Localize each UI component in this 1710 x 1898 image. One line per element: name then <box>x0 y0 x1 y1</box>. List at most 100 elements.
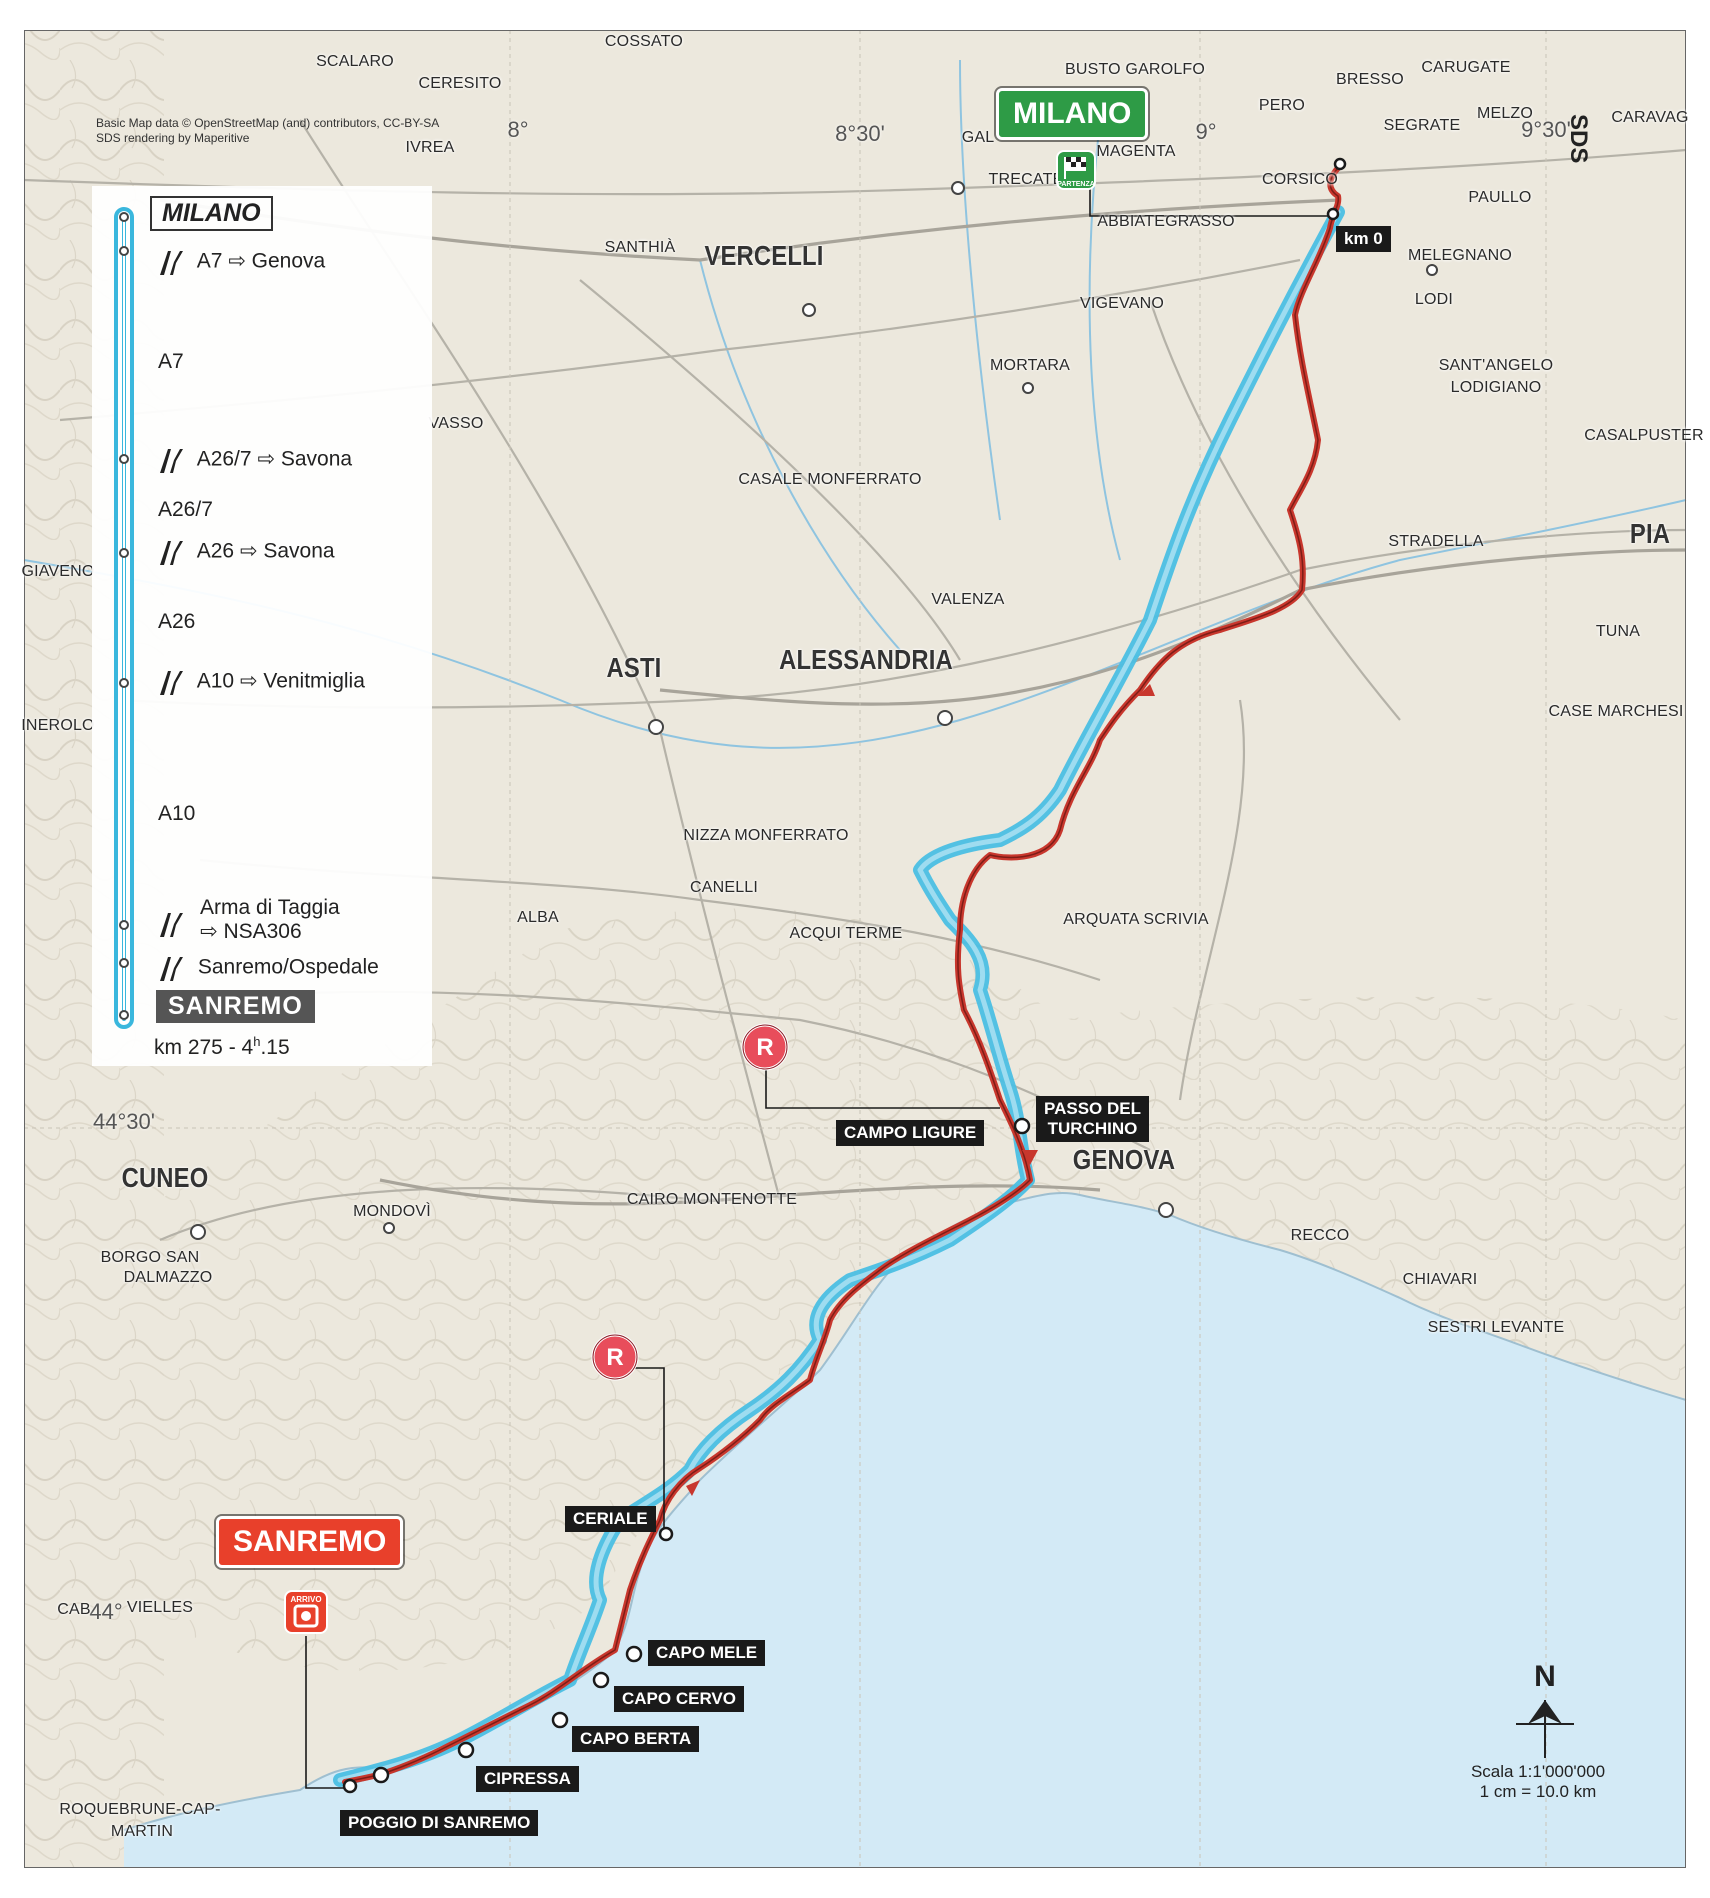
distance-suffix: .15 <box>260 1036 290 1059</box>
route-node <box>119 246 129 256</box>
km0-label: km 0 <box>1336 226 1391 252</box>
town-melzo: MELZO <box>1476 105 1534 122</box>
town-alba: ALBA <box>517 909 559 926</box>
route-node <box>119 212 129 222</box>
exit-line1: Arma di Taggia <box>200 896 340 919</box>
motorway-junction-icon <box>160 449 183 473</box>
distance-sup: h <box>253 1034 261 1049</box>
town-carugate: CARUGATE <box>1421 59 1511 76</box>
waypoint-passo-line2: TURCHINO <box>1047 1119 1138 1138</box>
ligurian-sea <box>124 1192 1686 1868</box>
race-route-casing <box>344 163 1343 1783</box>
arrow-right-icon: ⇨ <box>239 539 264 563</box>
town-lodigiano: LODIGIANO <box>1450 379 1542 396</box>
partenza-label: PARTENZA <box>1057 181 1095 188</box>
town-martin: MARTIN <box>110 1823 174 1840</box>
motorway-exit-icon <box>160 957 183 981</box>
segment-a26: A26 <box>158 610 196 633</box>
city-vercelli: VERCELLI <box>704 240 824 271</box>
direction-arrow-2 <box>1022 1150 1038 1165</box>
motorway-exit-icon <box>160 913 183 937</box>
exit-arma-di-taggia: Arma di Taggia ⇨ NSA306 <box>158 896 340 944</box>
town-mortara: MORTARA <box>990 357 1070 374</box>
grid-lat-44-30: 44°30' <box>93 1109 155 1134</box>
attribution-line-1: Basic Map data © OpenStreetMap (and) con… <box>96 116 440 130</box>
town-segrate: SEGRATE <box>1383 117 1461 134</box>
town-ceresito: CERESITO <box>418 75 502 92</box>
map-scale: Scala 1:1'000'000 1 cm = 10.0 km <box>1448 1762 1628 1802</box>
exit-label: Sanremo/Ospedale <box>197 955 379 979</box>
arrow-right-icon: ⇨ <box>200 920 224 943</box>
town-corsico: CORSICO <box>1261 171 1339 188</box>
waypoint-capo-berta: CAPO BERTA <box>572 1726 700 1752</box>
town-scalaro: SCALARO <box>316 53 394 70</box>
town-acqui: ACQUI TERME <box>789 925 903 942</box>
scale-unit: 1 cm = 10.0 km <box>1479 1782 1597 1801</box>
route-node <box>119 454 129 464</box>
relief-apennines <box>160 908 1686 1671</box>
climb-marker-1: R <box>741 1023 789 1071</box>
junction-dest: Savona <box>263 539 335 563</box>
town-stradella: STRADELLA <box>1388 533 1484 550</box>
waypoint-cipressa: CIPRESSA <box>476 1766 579 1792</box>
north-label: N <box>1534 1660 1556 1693</box>
route-panel <box>92 186 432 1066</box>
town-vigevano: VIGEVANO <box>1080 295 1164 312</box>
climb-marker-2-label: R <box>606 1344 623 1371</box>
route-panel-finish: SANREMO <box>156 990 315 1023</box>
town-valenza: VALENZA <box>931 591 1005 608</box>
town-cairo: CAIRO MONTENOTTE <box>626 1191 798 1208</box>
waypoint-campo-ligure: CAMPO LIGURE <box>836 1120 985 1146</box>
attribution-line-2: SDS rendering by Maperitive <box>96 131 250 145</box>
town-gal: GAL <box>961 129 995 146</box>
town-arquata: ARQUATA SCRIVIA <box>1063 911 1209 928</box>
route-panel-bar <box>114 207 134 1029</box>
exit-sanremo-ospedale: Sanremo/Ospedale <box>158 954 379 982</box>
route-distance-time: km 275 - 4h.15 <box>154 1034 290 1060</box>
distance-prefix: km 275 - 4 <box>154 1036 254 1059</box>
town-dalmazzo: DALMAZZO <box>123 1269 213 1286</box>
city-pia: PIA <box>1629 518 1671 549</box>
town-santangelo: SANT'ANGELO <box>1438 357 1554 374</box>
route-node <box>119 678 129 688</box>
town-cab: CAB <box>57 1601 91 1618</box>
arrow-right-icon: ⇨ <box>239 669 264 693</box>
scale-ratio: Scala 1:1'000'000 <box>1470 1762 1606 1781</box>
town-casalpuster: CASALPUSTER <box>1584 427 1704 444</box>
graticule <box>24 30 1686 1868</box>
waypoint-ceriale: CERIALE <box>565 1506 656 1532</box>
town-nizza: NIZZA MONFERRATO <box>683 827 849 844</box>
arrow-right-icon: ⇨ <box>228 249 252 273</box>
town-inerolo: INEROLO <box>21 717 95 734</box>
waypoint-passo-line1: PASSO DEL <box>1044 1099 1141 1118</box>
route-node <box>119 920 129 930</box>
town-lodi: LODI <box>1414 291 1454 308</box>
motorway-junction-icon <box>160 671 183 695</box>
segment-a7: A7 <box>158 350 184 373</box>
town-casemarchesi: CASE MARCHESI <box>1548 703 1684 720</box>
waypoint-passo-turchino: PASSO DEL TURCHINO <box>1036 1096 1149 1142</box>
waypoint-poggio: POGGIO DI SANREMO <box>340 1810 539 1836</box>
town-busto: BUSTO GAROLFO <box>1064 61 1206 78</box>
direction-arrow-3 <box>686 1480 700 1496</box>
segment-a26-7: A26/7 <box>158 498 213 521</box>
city-genova: GENOVA <box>1072 1144 1176 1175</box>
city-cuneo: CUNEO <box>121 1162 209 1193</box>
town-ivrea: IVREA <box>405 139 455 156</box>
town-caravag: CARAVAG <box>1611 109 1689 126</box>
junction-dest: Venitmiglia <box>263 669 365 693</box>
grid-lon-9: 9° <box>1195 119 1217 144</box>
junction-road: A7 <box>196 249 223 273</box>
segment-a10: A10 <box>158 802 196 825</box>
town-chiavari: CHIAVARI <box>1402 1271 1478 1288</box>
city-alessandria: ALESSANDRIA <box>779 644 953 675</box>
junction-road: A26/7 <box>196 447 252 471</box>
town-giaveno: GIAVENO <box>21 563 95 580</box>
city-asti: ASTI <box>606 652 662 683</box>
grid-lon-9-30: 9°30' <box>1521 117 1571 142</box>
junction-road: A10 <box>196 669 235 693</box>
route-panel-start: MILANO <box>150 196 273 231</box>
junction-a7: A7 ⇨ Genova <box>158 248 325 276</box>
waypoint-capo-mele: CAPO MELE <box>648 1640 766 1666</box>
town-vasso: VASSO <box>428 415 484 432</box>
